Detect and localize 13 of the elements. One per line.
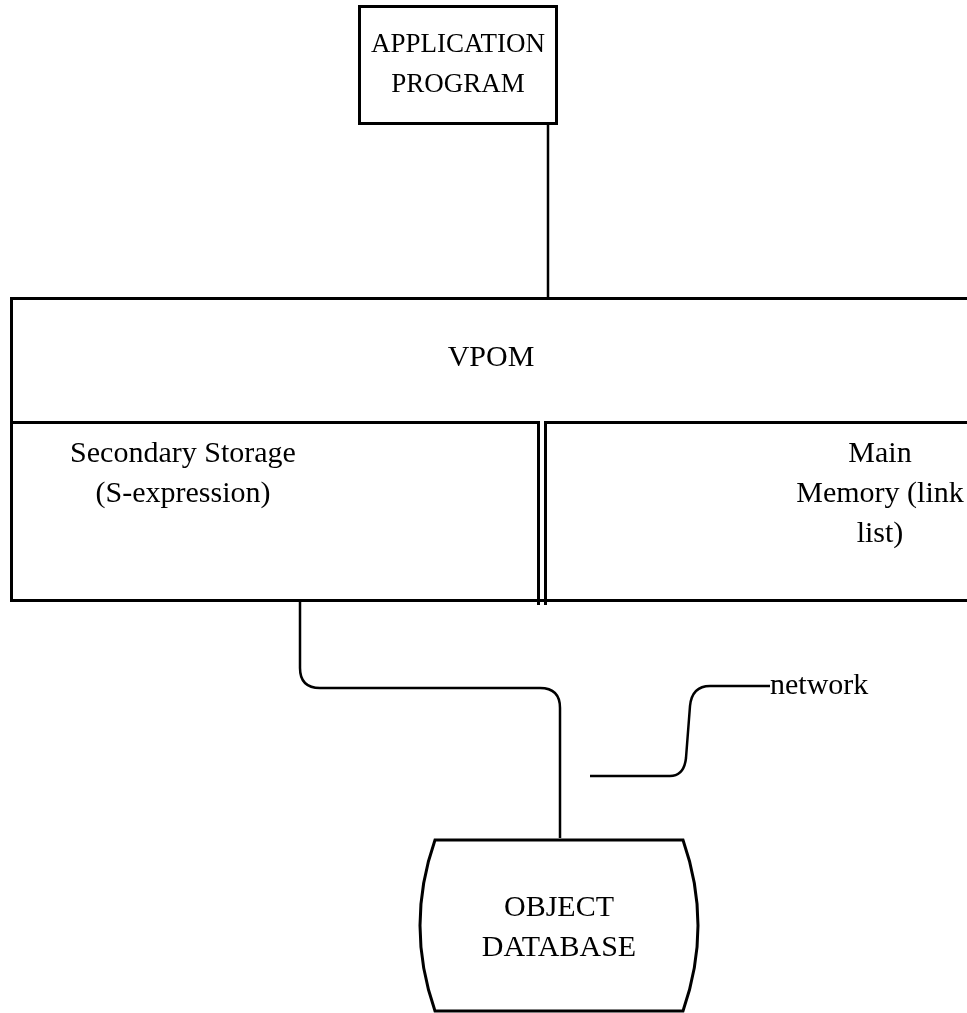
process-box [358,5,558,125]
connector-line [298,602,562,838]
node-label: VPOM [447,339,535,372]
network-symbol [590,684,770,778]
node-label: Main Memory (link list) [796,435,964,548]
node-label: network [770,666,869,702]
node-label: Secondary Storage (S-expression) [70,435,296,508]
storage-cell [13,421,540,605]
layer-box [10,297,967,602]
node-label: OBJECT DATABASE [481,888,637,962]
connector-line [546,125,550,297]
storage-cell [544,421,967,605]
node-label: APPLICATION PROGRAM [371,28,545,98]
